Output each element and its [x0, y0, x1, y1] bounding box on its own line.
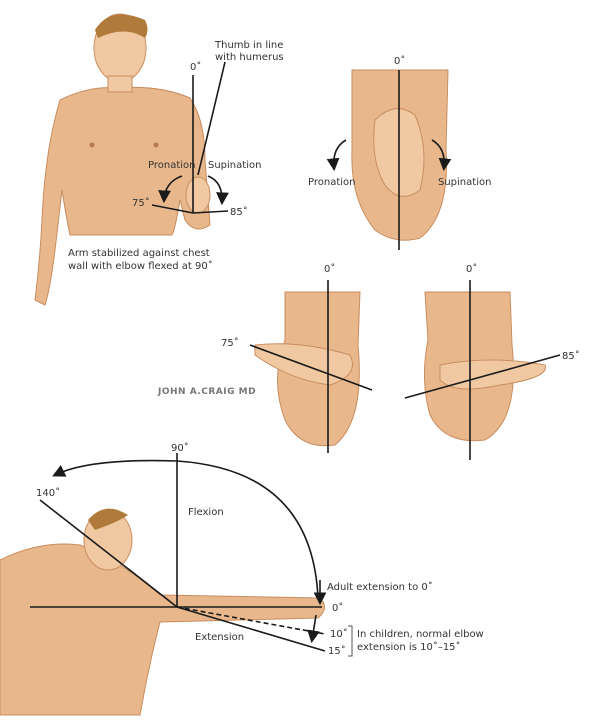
supination-angle-line: [404, 354, 561, 399]
pronation-arrow: [326, 139, 347, 172]
supination-label: Supination: [438, 177, 491, 188]
fifteen-degree-line: [176, 606, 326, 652]
flexion-arc-arrow: [52, 459, 319, 599]
pronation-label: Pronation: [308, 177, 356, 188]
caption: Arm stabilized against chest: [68, 248, 210, 259]
max-flexion-label: 140˚: [36, 487, 60, 499]
zero-label: 0˚: [466, 263, 477, 275]
children-note: In children, normal elbow: [357, 629, 484, 640]
child-extension-arrow: [307, 614, 320, 644]
zero-label: 0˚: [190, 61, 201, 73]
supination-label: Supination: [208, 160, 261, 171]
children-note: extension is 10˚–15˚: [357, 641, 461, 653]
rotation-angle-lines: [151, 204, 229, 214]
zero-label: 0˚: [332, 602, 343, 614]
flexion-label: Flexion: [188, 507, 224, 518]
caption: wall with elbow flexed at 90˚: [68, 260, 213, 272]
pronation-label: Pronation: [148, 160, 196, 171]
standing-man-illustration: [34, 13, 211, 306]
ninety-label: 90˚: [171, 442, 189, 454]
ten-degree-label: 10˚: [330, 628, 348, 640]
max-flexion-line: [39, 499, 178, 608]
zero-label: 0˚: [394, 55, 405, 67]
seated-man-profile-illustration: [0, 508, 325, 716]
ten-degree-line: [176, 606, 326, 635]
extension-label: Extension: [195, 632, 244, 643]
supination-arrow: [207, 175, 229, 206]
zero-label: 0˚: [324, 263, 335, 275]
artist-signature: JOHN A.CRAIG MD: [157, 387, 256, 397]
thumb-note: Thumb in line: [214, 40, 283, 51]
bracket: [348, 625, 353, 657]
supination-arrow: [431, 139, 452, 172]
pronation-arrow: [158, 175, 183, 204]
thumb-pointer-line: [197, 61, 226, 176]
pronation-angle-line: [249, 344, 373, 391]
pronation-angle: 75˚: [132, 197, 150, 209]
adult-extension-label: Adult extension to 0˚: [327, 581, 433, 593]
supination-angle: 85˚: [230, 206, 248, 218]
supination-angle: 85˚: [562, 350, 580, 362]
fifteen-degree-label: 15˚: [328, 645, 346, 657]
pronation-angle: 75˚: [221, 337, 239, 349]
thumb-note: with humerus: [215, 52, 284, 63]
